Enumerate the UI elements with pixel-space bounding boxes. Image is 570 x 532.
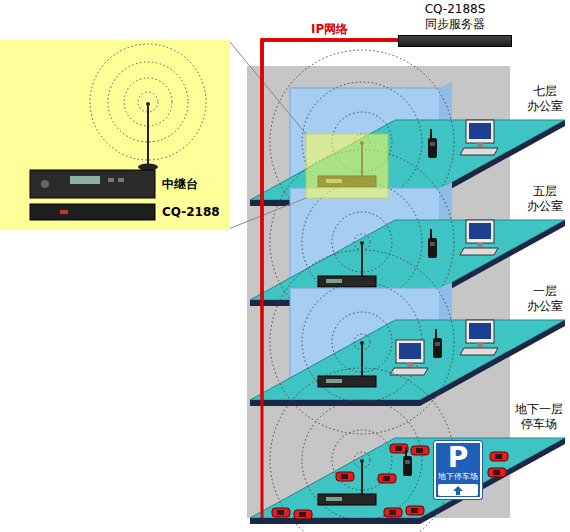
car <box>272 508 290 517</box>
pc <box>460 120 498 155</box>
floor-label: 七层 办公室 <box>527 84 563 114</box>
repeater <box>270 368 454 532</box>
floor-label: 五层 办公室 <box>527 184 563 214</box>
car <box>490 452 508 461</box>
antenna <box>147 106 149 165</box>
slab <box>250 320 565 406</box>
repeater-label: 中继台 <box>162 177 198 192</box>
network-line <box>262 40 398 381</box>
pc <box>460 320 498 355</box>
handheld <box>428 129 437 158</box>
floor-5: 五层 办公室 <box>262 182 565 282</box>
repeater <box>270 250 454 434</box>
arrow-plate <box>438 484 478 496</box>
repeater-knob <box>41 180 49 188</box>
car <box>488 468 506 477</box>
network-line <box>262 40 398 181</box>
floor-1-art <box>250 250 565 434</box>
parking-text: 地下停车场 <box>438 472 478 482</box>
car <box>406 506 424 515</box>
device-label: CQ-2188 <box>162 205 220 220</box>
floor-label: 一层 办公室 <box>527 284 563 314</box>
basement-art <box>250 368 565 532</box>
highlight-box <box>306 134 388 198</box>
edge-label: IP网络 <box>309 22 350 37</box>
cq-led <box>60 210 68 214</box>
slab <box>250 438 565 524</box>
repeater-button <box>118 178 124 182</box>
pc <box>390 340 428 375</box>
server-device <box>398 35 512 47</box>
up-arrow <box>453 486 463 495</box>
car <box>294 510 312 519</box>
car <box>378 474 396 483</box>
cq-device <box>30 204 155 220</box>
parking-sign: P地下停车场 <box>433 440 483 500</box>
server-label: CQ-2188S 同步服务器 <box>417 2 493 32</box>
floor-1: 一层 办公室 <box>262 282 565 382</box>
car <box>384 508 402 517</box>
floor-7: 七层 办公室 <box>262 82 565 182</box>
leader-line <box>230 42 306 134</box>
repeater-illustration <box>0 40 230 230</box>
floor-label: 地下一层 停车场 <box>515 402 563 432</box>
handheld <box>403 447 412 476</box>
basement: 地下一层 停车场 P地下停车场 <box>262 400 565 500</box>
repeater-device <box>30 170 155 198</box>
network-line <box>262 40 398 499</box>
handheld <box>433 329 442 358</box>
arrow-panel <box>438 484 478 496</box>
car <box>411 446 429 455</box>
repeater-button <box>108 178 114 182</box>
callout-panel: 中继台 CQ-2188 <box>0 40 230 230</box>
handheld <box>428 229 437 258</box>
pc <box>460 220 498 255</box>
leader-line <box>226 198 306 230</box>
repeater-display <box>70 176 100 184</box>
parking-letter: P <box>448 444 469 472</box>
network-line <box>262 40 398 281</box>
sync-server: CQ-2188S 同步服务器 <box>398 2 512 47</box>
antenna-base <box>138 164 158 171</box>
antenna-tip <box>146 102 150 106</box>
